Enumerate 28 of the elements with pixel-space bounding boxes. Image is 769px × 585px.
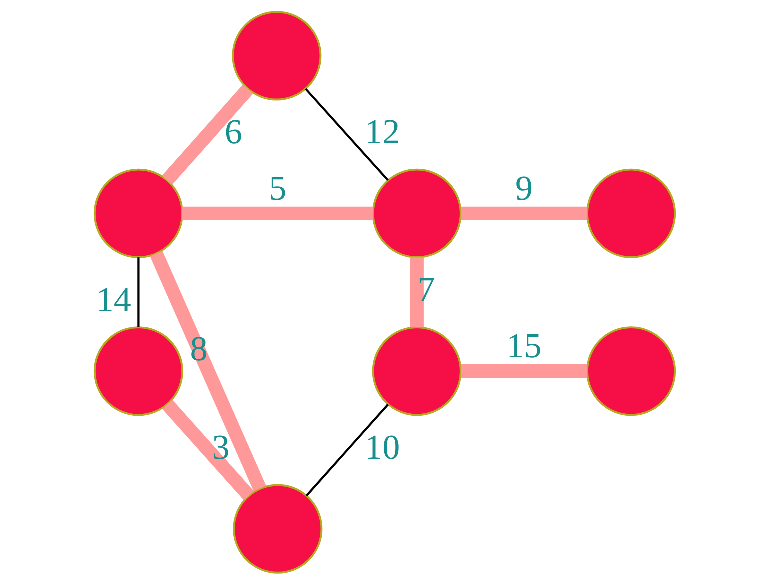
connector — [304, 88, 388, 182]
node-circle — [372, 168, 462, 258]
edge-label: 5 — [268, 168, 286, 208]
connector — [182, 206, 373, 220]
edge-label: 7 — [417, 270, 435, 310]
edge-label: 9 — [514, 168, 532, 208]
connector — [162, 84, 253, 185]
connector — [137, 258, 140, 328]
node-circle — [586, 168, 676, 258]
edge-label: 10 — [364, 428, 400, 467]
connector — [410, 258, 424, 328]
connector — [150, 251, 266, 492]
node-circle — [586, 326, 676, 416]
connector — [162, 400, 254, 500]
edge-label: 14 — [96, 280, 131, 320]
node-circle — [93, 168, 183, 258]
edge-label: 15 — [506, 326, 542, 366]
node-circle — [372, 326, 462, 416]
node-circle — [93, 326, 183, 416]
edge-label: 8 — [190, 329, 208, 368]
connector — [305, 404, 389, 497]
edge-label: 6 — [224, 112, 242, 152]
connector — [460, 206, 587, 220]
node-circle — [232, 11, 322, 101]
edge-label: 12 — [364, 112, 400, 152]
connector — [460, 364, 587, 378]
edge-label: 3 — [212, 428, 230, 467]
node-circle — [232, 484, 322, 574]
